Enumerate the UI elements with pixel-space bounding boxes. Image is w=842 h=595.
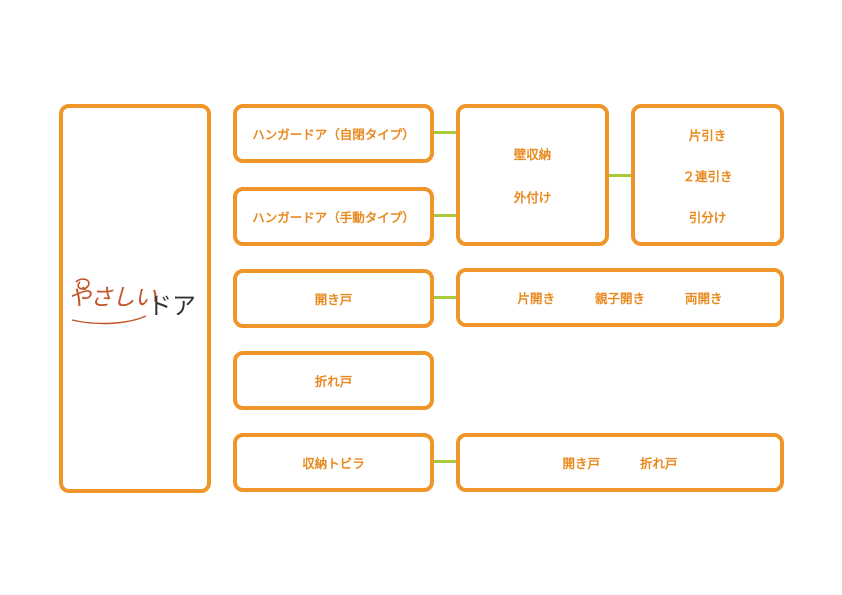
node-label: ハンガードア（自閉タイプ）	[252, 127, 415, 142]
storage-type-item: 開き戸	[562, 456, 600, 471]
connector	[434, 214, 457, 217]
node-hanger-manual: ハンガードア（手動タイプ）	[233, 187, 434, 246]
node-sliding-types: 片引き ２連引き 引分け	[631, 104, 784, 246]
node-storage-door: 収納トビラ	[233, 433, 434, 492]
connector	[608, 174, 632, 177]
node-label: 折れ戸	[314, 374, 353, 389]
hinged-type-item: 片開き	[517, 291, 555, 306]
node-wall-storage: 壁収納 外付け	[456, 104, 609, 246]
connector	[434, 460, 457, 463]
hinged-type-item: 親子開き	[594, 291, 645, 306]
hinged-type-item: 両開き	[685, 291, 723, 306]
sliding-type-item: ２連引き	[682, 168, 733, 184]
storage-type-item: 折れ戸	[640, 456, 678, 471]
logo-swirl-icon	[71, 278, 147, 325]
root-node	[59, 104, 211, 493]
node-hinged-door: 開き戸	[233, 269, 434, 328]
node-label: ハンガードア（手動タイプ）	[252, 210, 415, 225]
wall-storage-item: 外付け	[513, 190, 552, 205]
connector	[434, 131, 457, 134]
node-label: 開き戸	[314, 292, 353, 307]
connector	[434, 296, 457, 299]
logo: やさしい ドア	[68, 276, 208, 326]
sliding-type-item: 片引き	[688, 127, 727, 143]
node-storage-types: 開き戸 折れ戸	[456, 433, 784, 492]
node-hinged-types: 片開き 親子開き 両開き	[456, 268, 784, 327]
logo-main-text: ドア	[148, 292, 196, 320]
sliding-type-item: 引分け	[688, 209, 727, 225]
logo-script-text: やさしい	[68, 285, 157, 311]
wall-storage-item: 壁収納	[513, 147, 552, 162]
node-hanger-self-closing: ハンガードア（自閉タイプ）	[233, 104, 434, 163]
node-folding-door: 折れ戸	[233, 351, 434, 410]
node-label: 収納トビラ	[302, 456, 365, 471]
